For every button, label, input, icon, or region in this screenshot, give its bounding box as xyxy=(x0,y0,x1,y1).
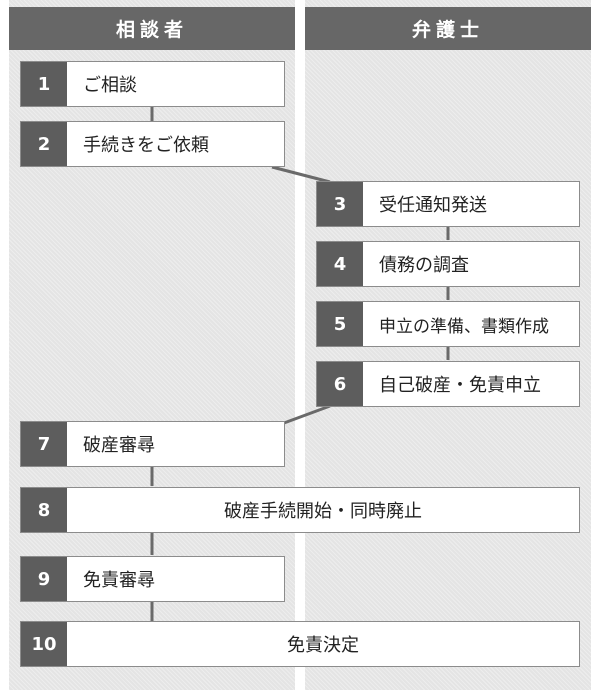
step-label: 申立の準備、書類作成 xyxy=(379,316,549,337)
step-label: 自己破産・免責申立 xyxy=(379,375,541,396)
lane-header-client: 相談者 xyxy=(9,7,295,50)
step-1: 1 ご相談 xyxy=(20,61,285,107)
step-label: 免責決定 xyxy=(287,635,359,656)
step-label: 破産審尋 xyxy=(83,435,155,456)
step-label: 手続きをご依頼 xyxy=(83,135,209,156)
step-label: 破産手続開始・同時廃止 xyxy=(224,501,422,522)
step-2: 2 手続きをご依頼 xyxy=(20,121,285,167)
step-number: 2 xyxy=(21,122,67,166)
lane-header-lawyer: 弁護士 xyxy=(305,7,591,50)
step-7: 7 破産審尋 xyxy=(20,421,285,467)
step-label: 債務の調査 xyxy=(379,255,469,276)
step-number: 4 xyxy=(317,242,363,286)
step-number: 1 xyxy=(21,62,67,106)
step-10: 10 免責決定 xyxy=(20,621,580,667)
step-6: 6 自己破産・免責申立 xyxy=(316,361,580,407)
step-number: 10 xyxy=(21,622,67,666)
step-label: 受任通知発送 xyxy=(379,195,487,216)
step-number: 6 xyxy=(317,362,363,406)
step-8: 8 破産手続開始・同時廃止 xyxy=(20,487,580,533)
step-number: 3 xyxy=(317,182,363,226)
step-number: 7 xyxy=(21,422,67,466)
step-number: 5 xyxy=(317,302,363,346)
step-number: 8 xyxy=(21,488,67,532)
step-label: 免責審尋 xyxy=(83,570,155,591)
connector-6-7 xyxy=(283,404,331,425)
lane-header-lawyer-label: 弁護士 xyxy=(411,19,484,41)
step-4: 4 債務の調査 xyxy=(316,241,580,287)
step-3: 3 受任通知発送 xyxy=(316,181,580,227)
connector-2-3 xyxy=(271,165,331,184)
step-9: 9 免責審尋 xyxy=(20,556,285,602)
step-5: 5 申立の準備、書類作成 xyxy=(316,301,580,347)
step-label: ご相談 xyxy=(83,75,137,96)
lane-header-client-label: 相談者 xyxy=(115,19,188,41)
step-number: 9 xyxy=(21,557,67,601)
